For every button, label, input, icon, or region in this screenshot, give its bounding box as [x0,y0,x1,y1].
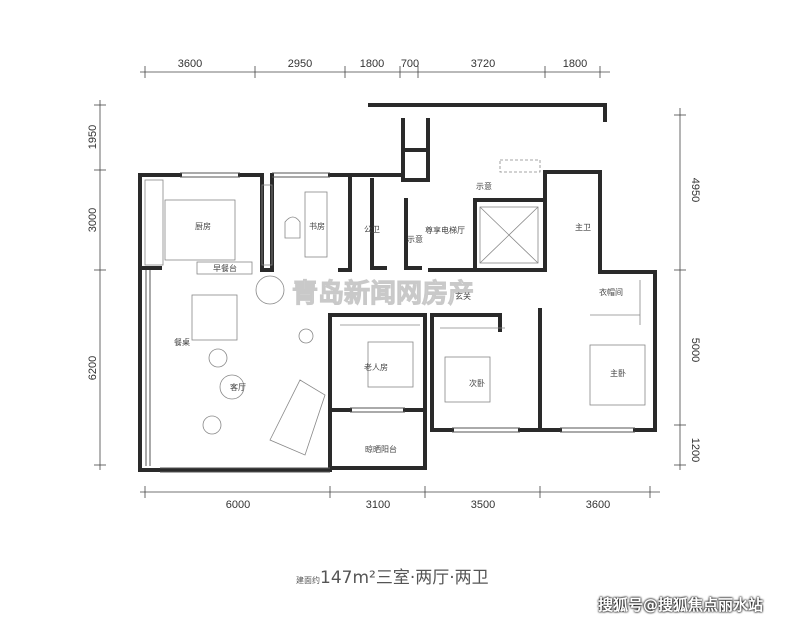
room-master-bath: 主卫 [575,222,591,232]
master-bed [589,344,646,406]
bookshelf [261,184,273,266]
dim-right-1: 4950 [689,178,701,202]
caption-prefix: 建面约 [296,576,320,585]
windows [145,172,635,473]
wardrobes [340,280,641,329]
room-public-bath: 公卫 [364,225,380,234]
kitchen-counter [144,179,164,266]
dim-bottom-1: 6000 [226,499,250,511]
label-indicative: 示意 [407,234,423,244]
dim-left-3: 6200 [87,356,99,380]
dim-top-5: 3720 [471,58,495,70]
dim-top-6: 1800 [563,58,587,70]
room-master-bedroom: 主卧 [610,368,626,378]
room-drying-balcony: 晾晒阳台 [365,444,397,454]
dim-top-4: 700 [401,58,419,70]
room-second-bedroom: 次卧 [469,378,485,388]
source-credit: 搜狐号@搜狐焦点丽水站 [598,596,764,614]
armchair [208,348,228,368]
room-dining: 餐桌 [174,337,190,347]
watermark-text: 青岛新闻网房产 [292,278,474,309]
armchair [202,415,222,435]
room-study: 书房 [309,221,325,231]
elder-bed [367,341,414,388]
chair [284,216,301,239]
watermark: 青岛新闻网房产 [255,275,475,310]
dim-top-3: 1800 [360,58,384,70]
elevator [479,206,539,264]
lamp [298,328,314,344]
label-indicative: 示意 [476,181,492,191]
dimension-lines [94,66,686,498]
kitchen-island [164,199,236,261]
furniture [144,159,646,456]
dim-top-2: 2950 [288,58,312,70]
dim-top-1: 3600 [178,58,202,70]
dim-bottom-4: 3600 [586,499,610,511]
desk [304,191,328,258]
second-bed [444,356,491,403]
sofa [269,379,326,456]
shoe-cabinet [499,159,541,173]
room-foyer: 玄关 [455,291,471,301]
caption-main: 147m²三室·两厅·两卫 [320,568,489,588]
dim-right-3: 1200 [689,438,701,462]
room-walk-in-closet: 衣帽间 [599,287,623,297]
room-elder: 老人房 [364,362,388,372]
breakfast-bar [196,261,253,275]
room-kitchen: 厨房 [195,221,211,231]
dim-left-2: 3000 [87,208,99,232]
walls [138,103,657,472]
room-labels: 厨房 早餐台 书房 公卫 尊享电梯厅 示意 示意 玄关 餐桌 客厅 老人房 次卧… [174,181,626,454]
dimension-labels: 3600 2950 1800 700 3720 1800 6000 3100 3… [87,58,701,511]
room-breakfast-bar: 早餐台 [213,263,237,273]
dim-bottom-2: 3100 [366,499,390,511]
area-caption: 建面约147m²三室·两厅·两卫 [296,563,489,588]
dim-right-2: 5000 [689,338,701,362]
dim-left-1: 1950 [87,125,99,149]
dining-table [191,294,238,341]
room-elevator-hall: 尊享电梯厅 [425,225,465,235]
dim-bottom-3: 3500 [471,499,495,511]
room-living: 客厅 [230,382,246,392]
coffee-table [219,374,245,400]
